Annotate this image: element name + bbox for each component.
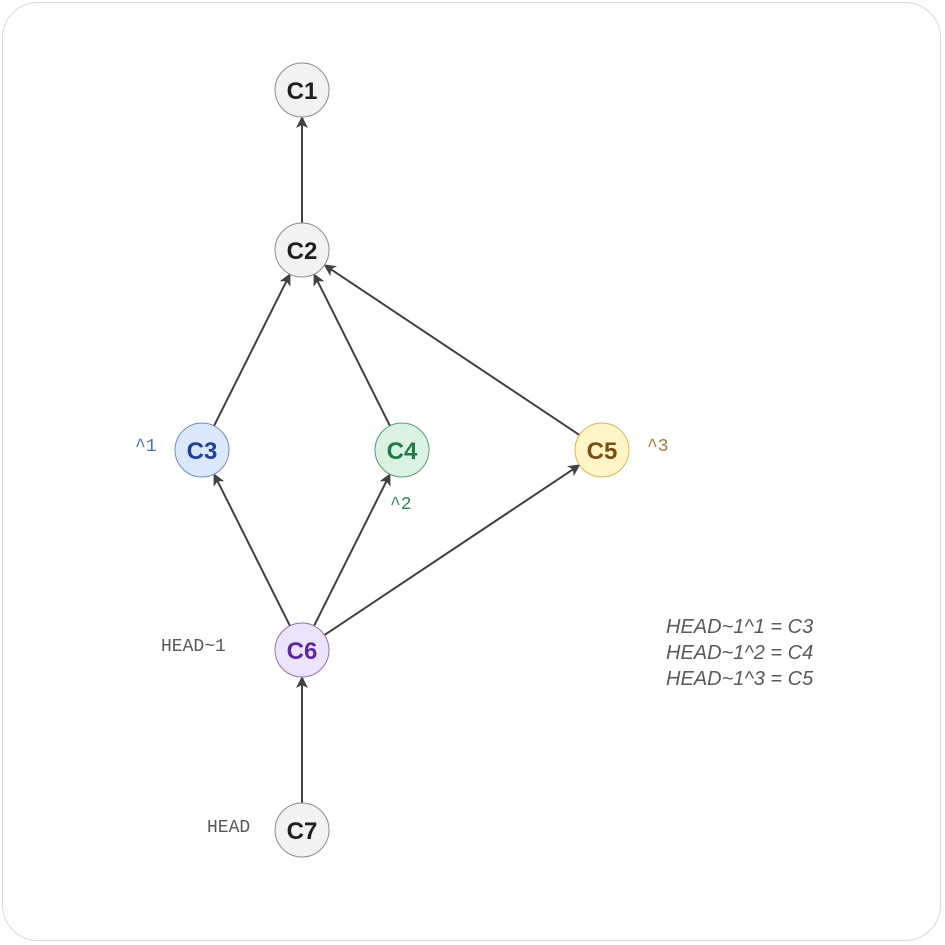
commit-node-c6[interactable]: C6 <box>274 622 330 678</box>
commit-node-c4[interactable]: C4 <box>374 422 430 478</box>
commit-label: C7 <box>287 818 318 845</box>
commit-node-c5[interactable]: C5 <box>574 422 630 478</box>
edge-c3-to-c2 <box>213 273 291 427</box>
parent-label-3: ^3 <box>647 437 669 457</box>
note-line: HEAD~1^2 = C4 <box>666 642 813 664</box>
notes: HEAD~1^1 = C3 HEAD~1^2 = C4 HEAD~1^3 = C… <box>666 616 814 690</box>
commit-label: C4 <box>387 438 418 465</box>
commit-circle <box>174 422 230 478</box>
commit-circle <box>274 622 330 678</box>
edges <box>213 116 581 803</box>
note-line: HEAD~1^1 = C3 <box>666 616 813 638</box>
edge-c6-to-c4 <box>313 473 391 627</box>
edge-c4-to-c2 <box>313 273 391 427</box>
ref-label-head-tilde-1: HEAD~1 <box>161 637 226 657</box>
commit-node-c1[interactable]: C1 <box>274 62 330 118</box>
ref-label-head: HEAD <box>207 818 250 838</box>
commit-node-c7[interactable]: C7 <box>274 802 330 858</box>
commit-circle <box>374 422 430 478</box>
note-line: HEAD~1^3 = C5 <box>666 668 814 690</box>
commit-label: C6 <box>287 638 318 665</box>
commit-node-c3[interactable]: C3 <box>174 422 230 478</box>
commit-node-c2[interactable]: C2 <box>274 222 330 278</box>
commit-label: C5 <box>587 438 618 465</box>
commit-circle <box>574 422 630 478</box>
commit-label: C1 <box>287 78 318 105</box>
commit-circle <box>274 222 330 278</box>
parent-labels: ^1 ^2 ^3 <box>135 437 669 515</box>
commit-circle <box>274 802 330 858</box>
commit-label: C2 <box>287 238 318 265</box>
edge-c6-to-c3 <box>213 473 291 627</box>
edge-c6-to-c5 <box>323 464 581 636</box>
commit-circle <box>274 62 330 118</box>
parent-label-2: ^2 <box>390 495 412 515</box>
edge-c5-to-c2 <box>323 264 581 436</box>
commit-label: C3 <box>187 438 218 465</box>
parent-label-1: ^1 <box>135 437 157 457</box>
ref-labels: HEAD~1 HEAD <box>161 637 250 838</box>
nodes: C1 C2 C3 C4 C5 C6 C7 <box>174 62 630 858</box>
